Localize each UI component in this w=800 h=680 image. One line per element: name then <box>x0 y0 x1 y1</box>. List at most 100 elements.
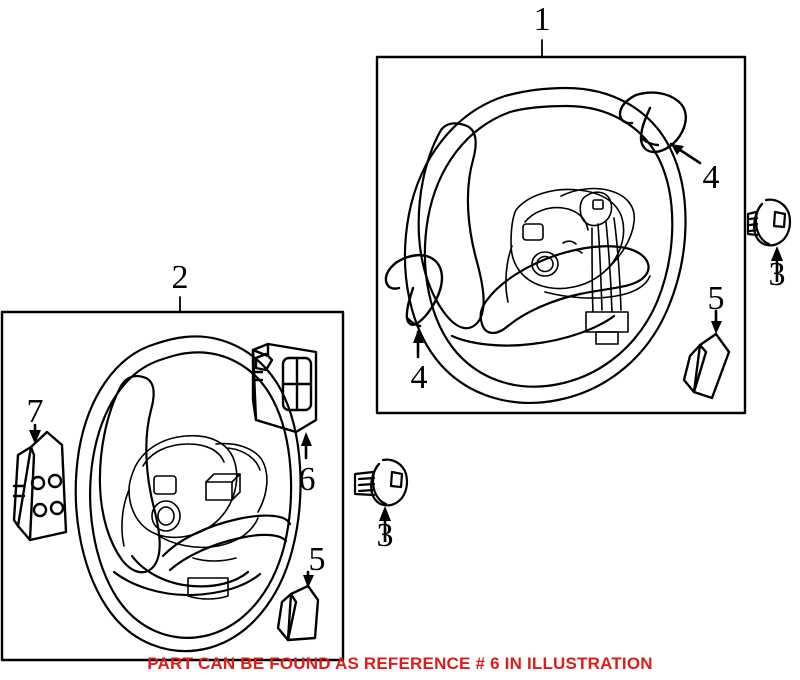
bolt-upper-threads <box>748 216 759 233</box>
hub-connector-port <box>592 199 604 210</box>
wedge-panel-1-face <box>692 332 731 400</box>
hub-mark-b <box>568 249 583 254</box>
panel-2-group <box>0 296 345 662</box>
trim-lower-left-body <box>395 254 444 326</box>
callout-label-3-lower: 3 <box>377 517 394 554</box>
switch-module-ribs <box>251 370 264 382</box>
switch-pad-button-2 <box>47 473 63 489</box>
hub-wire-1 <box>597 223 603 311</box>
wheel-2-rim-outer <box>74 335 302 653</box>
callout-label-7: 7 <box>27 393 44 430</box>
trim-upper-right-lip <box>618 93 638 125</box>
bolt-lower-shank <box>353 470 376 497</box>
switch-module-top-fold <box>251 342 270 358</box>
bolt-upper-shank <box>746 210 759 237</box>
wedge-panel-1-side <box>682 343 702 394</box>
steering-wheel-2 <box>74 335 302 653</box>
callout-label-5-panel-1: 5 <box>708 280 725 317</box>
bolt-lower-head-left <box>371 462 388 506</box>
callout-6-arrowhead <box>301 432 312 446</box>
callout-4b-arrowhead <box>413 330 424 343</box>
hub-horn-inner <box>536 255 554 273</box>
hub-2-switch-side <box>231 473 241 501</box>
callout-label-2: 2 <box>172 259 189 296</box>
callout-3b-arrowhead <box>379 506 391 521</box>
switch-pad-side <box>12 445 33 528</box>
switch-pad <box>12 430 68 542</box>
callout-5b-arrowhead <box>303 575 314 588</box>
wheel-rim-outer <box>403 86 687 404</box>
callout-label-3-upper: 3 <box>769 256 786 293</box>
trim-lower-left <box>384 254 444 328</box>
hub-2-cover-contour <box>142 443 225 467</box>
hub-connector-plug <box>595 331 619 345</box>
callout-label-4-upper: 4 <box>703 159 720 196</box>
bolt-lower-head <box>370 458 409 507</box>
hub-horn-outer <box>531 251 559 277</box>
wheel-2-spoke-lower-inner <box>130 554 250 588</box>
wedge-panel-1-fold <box>692 343 708 394</box>
hub-2-horn-inner <box>157 506 175 526</box>
switch-module <box>251 342 318 434</box>
switch-pad-button-3 <box>32 502 48 518</box>
trim-upper-right <box>618 91 687 154</box>
hub-connector-top <box>579 191 613 227</box>
wedge-panel-2-side <box>276 592 293 642</box>
wedge-panel-2 <box>276 584 320 642</box>
callout-7-arrow <box>29 423 41 444</box>
hub-2-lower-trim <box>192 557 237 562</box>
bolt-upper-head <box>753 198 792 247</box>
bolt-lower-threads <box>357 476 376 493</box>
bolt-lower-group <box>353 458 409 507</box>
trim-upper-right-body <box>634 91 687 154</box>
bolt-upper-hex-socket <box>772 210 787 229</box>
hub-assembly-2 <box>121 434 268 600</box>
hub-assembly-1 <box>505 187 651 345</box>
wheel-2-rim-inner <box>89 351 293 639</box>
callout-7-arrowhead <box>29 430 41 444</box>
hub-connector-block <box>585 311 629 333</box>
wheel-rim-inner <box>423 104 674 388</box>
bolt-upper-head-left <box>754 202 771 246</box>
callout-4a-arrow <box>669 142 702 165</box>
callout-5a-arrow <box>711 309 722 334</box>
callout-labels: 1 2 3 3 4 4 5 5 6 7 <box>27 1 786 578</box>
callout-5b-arrow <box>303 570 314 588</box>
hub-2-horn-outer <box>151 500 181 532</box>
hub-wire-3 <box>613 217 622 311</box>
callout-4a-arrowhead <box>671 144 684 155</box>
trim-upper-right-edge <box>639 136 660 147</box>
hub-2-lower-edge <box>155 517 259 549</box>
wheel-2-spoke-upper-left <box>98 375 161 574</box>
panel-1-border <box>375 55 747 415</box>
panel-1-group <box>375 39 747 415</box>
trim-lower-left-lip <box>384 260 401 290</box>
callout-5a-arrowhead <box>711 321 722 334</box>
callout-label-1: 1 <box>534 1 551 38</box>
callout-label-4-lower: 4 <box>411 359 428 396</box>
hub-mark-a <box>562 240 577 245</box>
callout-label-5-panel-2: 5 <box>309 541 326 578</box>
hub-button-rect <box>522 223 544 241</box>
hub-left-edge <box>505 245 513 303</box>
wheel-spoke-lower-edge <box>450 314 616 347</box>
hub-2-shroud-right <box>215 442 268 513</box>
callout-label-6: 6 <box>299 461 316 498</box>
switch-module-left-edge <box>251 348 258 422</box>
wheel-2-spoke-lower <box>112 570 262 597</box>
callout-3a-arrow <box>771 246 783 282</box>
hub-shroud-right <box>560 187 636 273</box>
switch-pad-button-1 <box>30 475 46 491</box>
callout-3b-arrow <box>379 506 391 542</box>
hub-2-left-edge <box>121 489 130 547</box>
switch-pad-button-4 <box>49 500 65 516</box>
trim-lower-left-edge <box>405 316 422 328</box>
switch-pad-fold <box>28 445 36 542</box>
steering-wheel-1 <box>403 86 687 404</box>
wheel-spoke-lower-right <box>479 245 650 334</box>
hub-lower-edge <box>544 275 651 299</box>
hub-wire-4 <box>591 227 594 313</box>
callout-6-arrow <box>301 432 312 460</box>
footer-reference-note: PART CAN BE FOUND AS REFERENCE # 6 IN IL… <box>147 654 653 673</box>
